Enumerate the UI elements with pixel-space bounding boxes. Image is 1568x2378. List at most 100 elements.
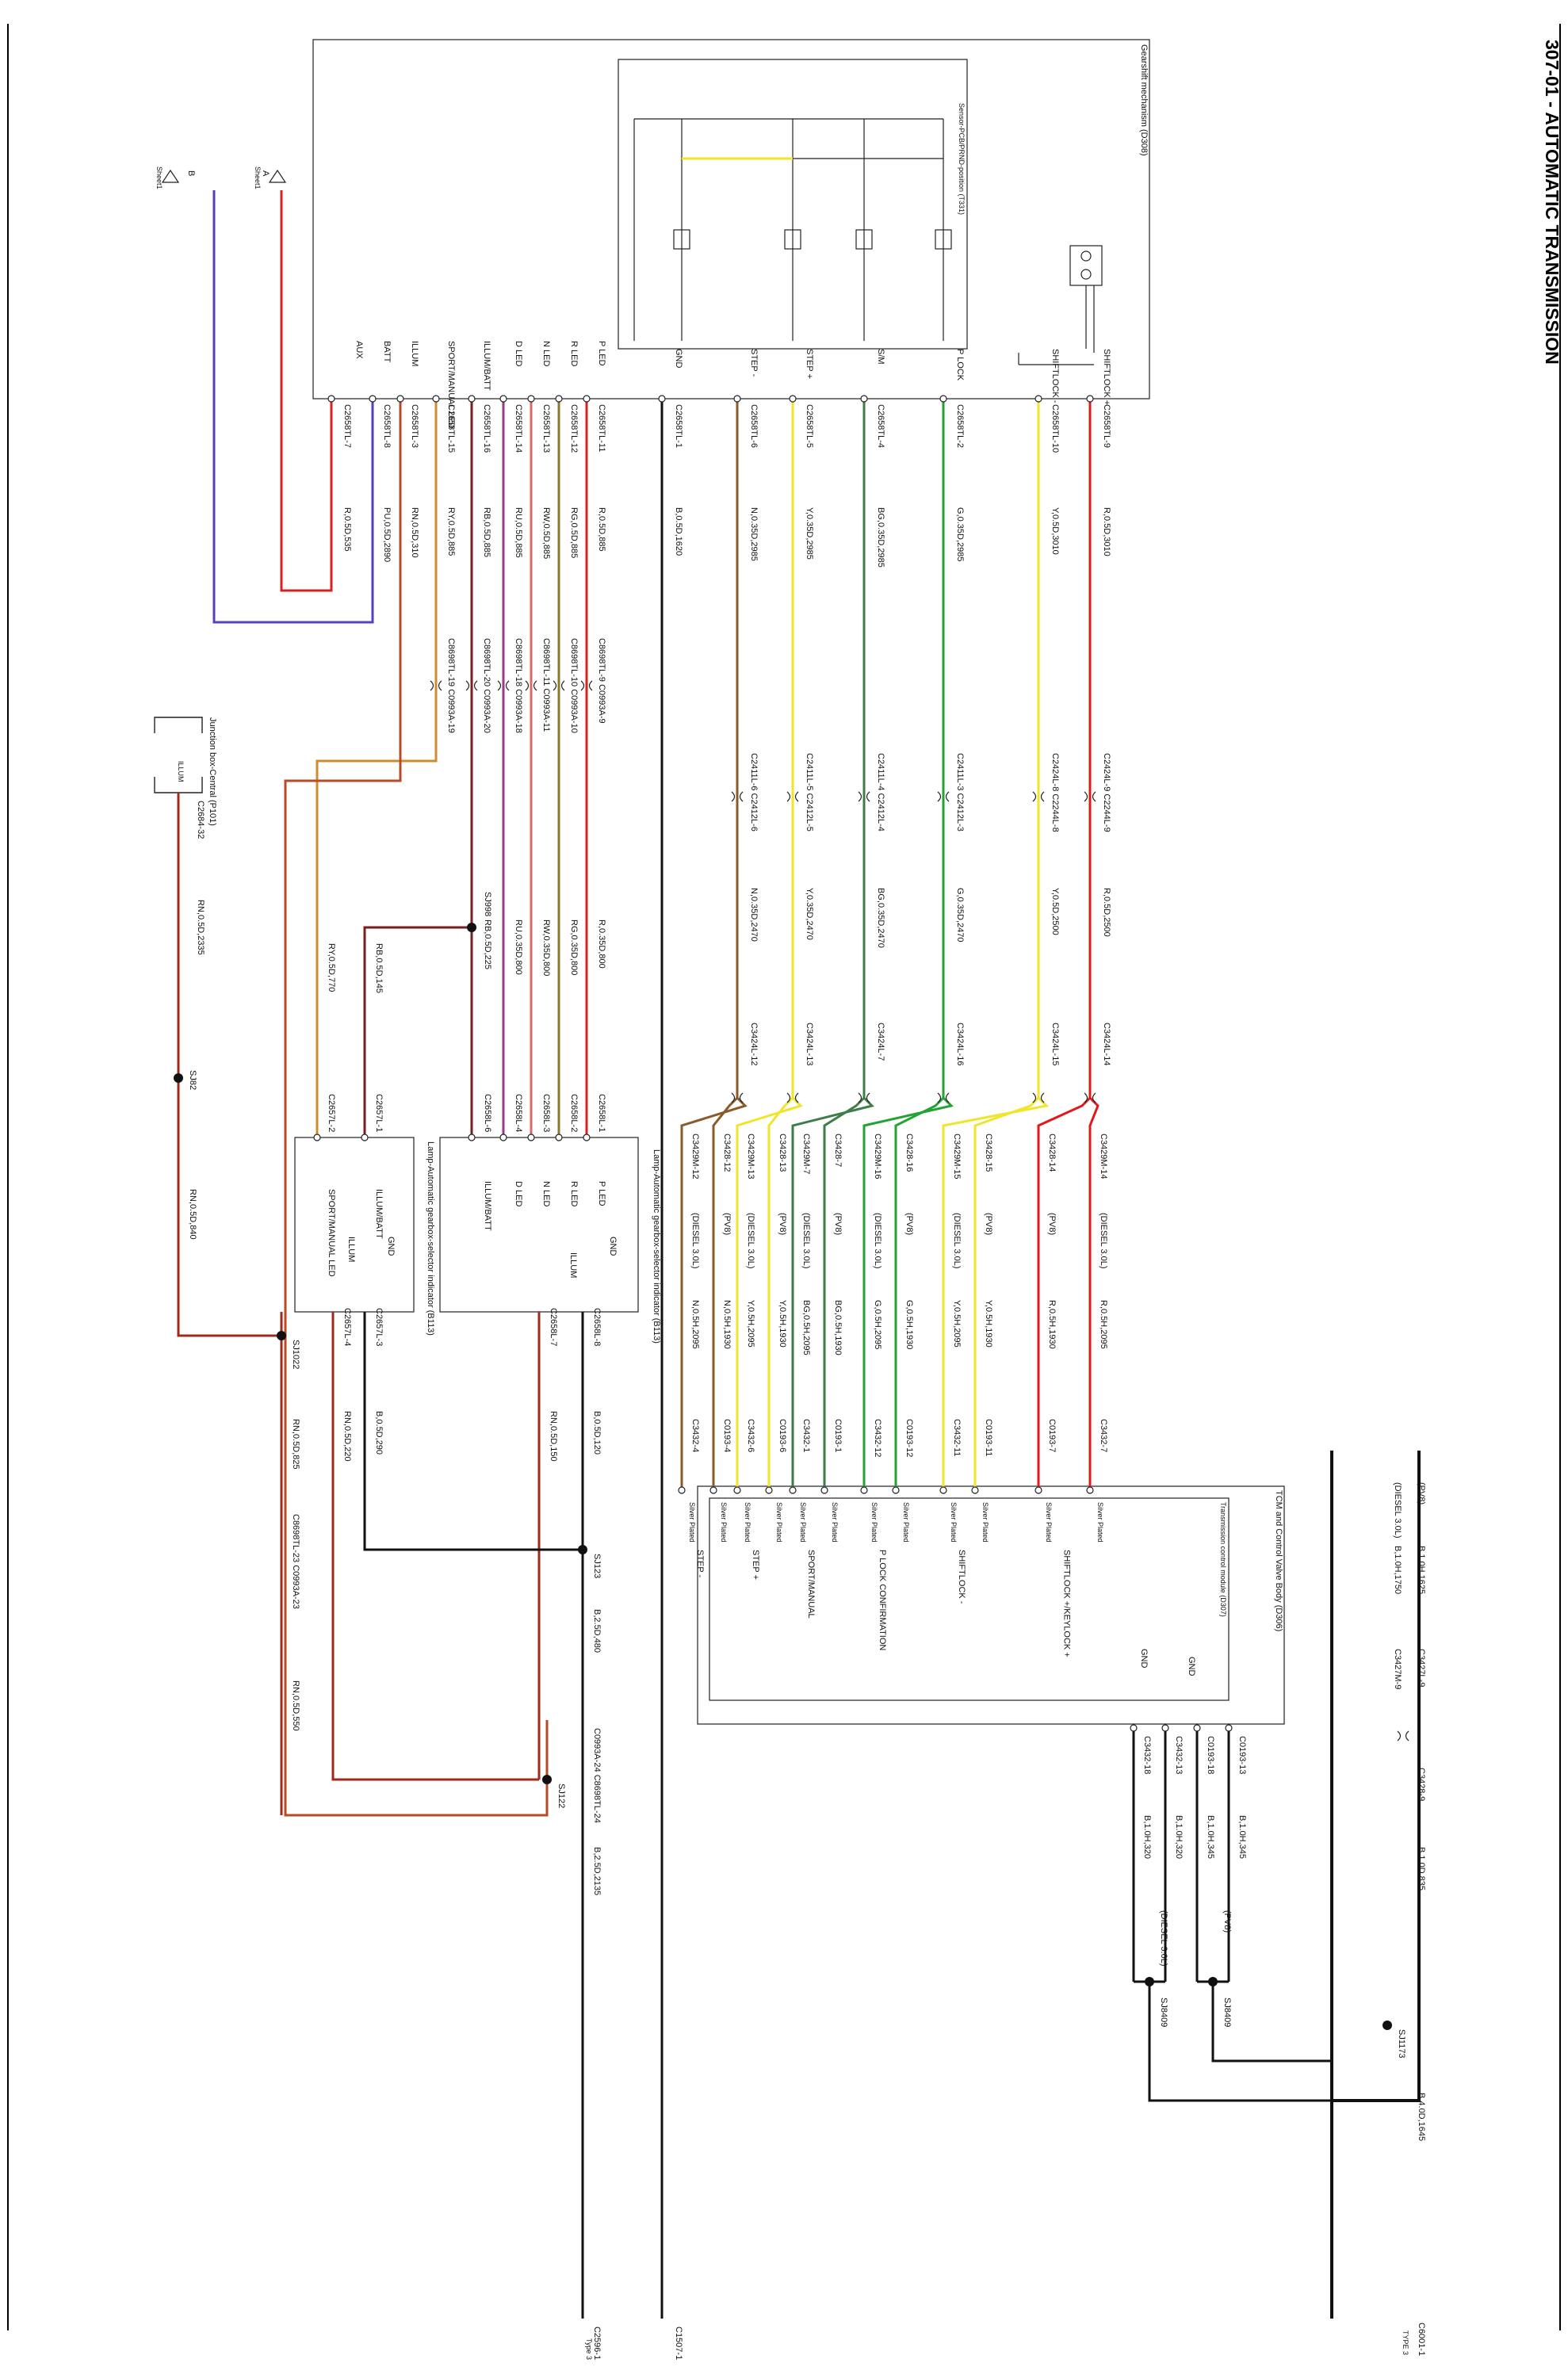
variant-note: (DIESEL 3.0L) [952, 1213, 962, 1269]
gs-pin-id: C2658TL-7 [342, 404, 352, 448]
gnd-label: GND [674, 349, 683, 369]
gs-pin-id: C2658TL-14 [514, 404, 523, 453]
connector-c8698 [430, 680, 442, 691]
wire-2-b [942, 1096, 1050, 1490]
tcm-signal: SHIFTLOCK - [957, 1550, 966, 1604]
sheet-ref-a: A Sheet1 [254, 166, 287, 189]
tcm-pin-dot [1130, 1724, 1138, 1732]
wire-id: RW,0.35D,800 [541, 919, 551, 976]
tcm-pin-dot [1086, 1486, 1094, 1494]
connector-id: C8698TL-11 C0993A-11 [541, 638, 551, 732]
wire-id: R,0.5D,2500 [1102, 888, 1111, 937]
wire-id: RW,0.5D,885 [541, 507, 551, 559]
gs-pin-id: C2658TL-12 [569, 404, 579, 453]
gs-pin [499, 395, 507, 403]
sensor-internals [633, 118, 1103, 365]
svg-text:Sheet1: Sheet1 [254, 166, 262, 189]
splice-sj8409 [1145, 1977, 1154, 1986]
lamp-label: ILLUM/BATT [374, 1189, 384, 1239]
silver-plated: Silver Plated [720, 1502, 728, 1543]
wire-id: R,0.5H,2095 [1099, 1300, 1108, 1349]
wire-id: N,0.35D,2470 [749, 888, 759, 942]
lamp-pin [499, 1134, 507, 1141]
connector-id: C3428-16 [904, 1134, 914, 1172]
gs-pin-id: C2658TL-15 [446, 404, 456, 453]
wire-id: RB,0.5D,885 [482, 507, 491, 557]
gs-pin-id: C2658TL-2 [955, 404, 965, 448]
silver-plated: Silver Plated [902, 1502, 910, 1543]
connector-id: C2424L-9 C2244L-9 [1102, 753, 1111, 832]
variant-note: (PV8) [904, 1213, 914, 1235]
wire-aux [280, 190, 333, 592]
wire-junction [177, 793, 281, 1337]
silver-plated: Silver Plated [950, 1502, 958, 1543]
variant-note: (DIESEL 3.0L) [1159, 1910, 1168, 1967]
connector-id: C3429M-14 [1099, 1134, 1108, 1179]
gs-pin [555, 395, 563, 403]
tcm-pin: C0193-7 [1047, 1419, 1057, 1452]
wire-id: RN,0.5D,825 [291, 1419, 300, 1470]
lamp-pin-id: C2658L-8 [592, 1308, 602, 1346]
splice-sj123 [578, 1545, 587, 1554]
connector-id: C3424L-15 [1050, 1023, 1060, 1065]
gs-pin [468, 395, 476, 403]
wire-id: RG,0.5D,885 [569, 507, 579, 558]
wire-id: B,2.5D,480 [592, 1609, 602, 1653]
connector-c8698 [497, 680, 510, 691]
tcm-gnd-label: GND [1187, 1657, 1196, 1676]
wire-id: B,1.0H,345 [1206, 1815, 1215, 1859]
wire-id: PU,0.5D,2890 [382, 507, 392, 562]
connector-id: C3429M-15 [952, 1134, 962, 1179]
sensor-title: Sensor-PCB/PRND-position (T331) [958, 103, 966, 215]
wire-id: Y,0.5D,2500 [1050, 888, 1060, 935]
connector-c8698 [465, 680, 478, 691]
wire-top-gnd [1330, 1451, 1421, 2319]
variant-note: (DIESEL 3.0L) [1393, 1482, 1402, 1539]
lamp-pin-id: C2657L-3 [374, 1308, 384, 1346]
lamp1-box [439, 1137, 639, 1313]
tcm-pin-dot [820, 1486, 828, 1494]
tcm-pin: C0193-12 [904, 1419, 914, 1457]
wire-id: BG,0.5H,2095 [801, 1300, 811, 1355]
variant-note: (PV8) [1047, 1213, 1057, 1235]
wire-id: Y,0.5H,1930 [778, 1300, 787, 1348]
gs-pin-label: STEP + [805, 349, 814, 379]
silver-plated: Silver Plated [831, 1502, 839, 1543]
wire-id: BG,0.35D,2470 [876, 888, 885, 948]
wire-id: Y,0.5H,2095 [746, 1300, 755, 1348]
gs-pin-id: C2658TL-3 [410, 404, 419, 448]
tcm-pin: C3432-4 [690, 1419, 700, 1452]
tcm-pin-dot [892, 1486, 900, 1494]
gearshift-box [312, 39, 1150, 400]
wire-id: RY,0.5D,770 [327, 943, 336, 992]
connector-id: C8698TL-23 C0993A-23 [291, 1514, 300, 1609]
gs-wire-id: R,0.5D,3010 [1102, 507, 1111, 556]
wire-id: B,1.0H,1625 [1417, 1546, 1426, 1594]
silver-plated: Silver Plated [775, 1502, 783, 1543]
wire-illum [284, 400, 549, 1817]
svg-text:B: B [186, 170, 196, 176]
svg-text:A: A [261, 170, 270, 177]
connector-id: C8698TL-18 C0993A-18 [514, 638, 523, 733]
connector-id: C3428-13 [778, 1134, 787, 1172]
gs-pin [432, 395, 440, 403]
gs-pin-id: C2658TL-10 [1050, 404, 1060, 453]
splice-label: SJ1173 [1397, 2029, 1406, 2059]
connector-id: C2424L-8 C2244L-8 [1050, 753, 1060, 832]
wire-id: RB,0.5D,225 [483, 919, 492, 969]
tcm-pin: C3432-7 [1099, 1419, 1108, 1452]
gs-pin-id: C2658TL-9 [1102, 404, 1111, 448]
silver-plated: Silver Plated [1045, 1502, 1053, 1543]
tcm-gnd-label: GND [1139, 1649, 1149, 1669]
variant-note: (PV8) [1417, 1482, 1426, 1504]
splice-label: SJ8409 [1222, 1998, 1232, 2027]
connector-c2 [858, 791, 870, 802]
junction-title: Junction box-Central (P101) [208, 717, 217, 826]
connector-c8698 [525, 680, 537, 691]
lamp-label: GND [386, 1237, 396, 1256]
tcm-pin-dot [860, 1486, 868, 1494]
wire-id: RN,0.5D,550 [291, 1680, 300, 1731]
lamp-label: GND [608, 1237, 618, 1256]
wire-layer [177, 190, 1421, 2319]
gs-pin [327, 395, 335, 403]
